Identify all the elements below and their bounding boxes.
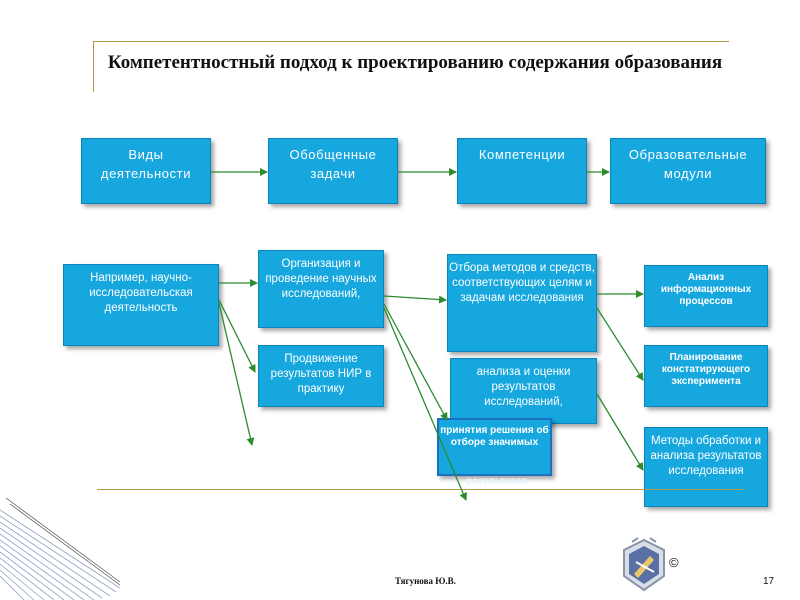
module-experiment-planning-label: Планирование констатирующего эксперимент… [661, 352, 751, 387]
task-organization-box: Организация и проведение научных исследо… [258, 250, 384, 328]
competency-decision-label: принятия решения об отборе значимых [440, 425, 549, 448]
module-processing-methods-box: Методы обработки и анализа результатов и… [644, 427, 768, 507]
copyright-symbol: © [669, 555, 679, 570]
competency-decision-overflow: результатов [466, 476, 528, 487]
footer-author: Тягунова Ю.В. [395, 576, 456, 586]
activity-example-box: Например, научно-исследовательская деяте… [63, 264, 219, 346]
arrow-example-down [218, 302, 255, 446]
module-experiment-planning-box: Планирование констатирующего эксперимент… [644, 345, 768, 407]
arrow-analysis-to-methods [596, 393, 644, 471]
title-frame [93, 41, 729, 92]
competencies-box: Компетенции [457, 138, 587, 204]
bottom-rule [97, 489, 744, 490]
competency-analysis-label: анализа и оценки результатов исследовани… [476, 366, 571, 408]
general-tasks-box: Обобщенные задачи [268, 138, 398, 204]
educational-modules-box: Образовательные модули [610, 138, 766, 204]
arrow-example-to-promotion [218, 299, 256, 373]
task-promotion-label: Продвижение результатов НИР в практику [270, 353, 372, 395]
activity-types-box: Виды деятельности [81, 138, 211, 204]
task-promotion-box: Продвижение результатов НИР в практику [258, 345, 384, 407]
competencies-label: Компетенции [478, 147, 566, 162]
task-organization-label: Организация и проведение научных исследо… [265, 258, 377, 300]
competency-decision-box: принятия решения об отборе значимых [437, 418, 552, 476]
slide-title: Компетентностный подход к проектированию… [107, 52, 723, 73]
activity-types-label: Виды деятельности [100, 147, 192, 181]
module-processing-methods-label: Методы обработки и анализа результатов и… [650, 435, 762, 477]
arrow-organization-to-selection [383, 295, 447, 304]
university-emblem-icon [623, 537, 665, 592]
module-info-analysis-box: Анализ информационных процессов [644, 265, 768, 327]
page-number: 17 [763, 576, 775, 587]
general-tasks-label: Обобщенные задачи [289, 147, 377, 181]
module-info-analysis-label: Анализ информационных процессов [660, 272, 752, 307]
competency-selection-box: Отбора методов и средств, соответствующи… [447, 254, 597, 352]
activity-example-label: Например, научно-исследовательская деяте… [89, 272, 193, 314]
arrow-selection-to-planning [596, 307, 644, 381]
corner-decoration [0, 497, 120, 600]
arrow-organization-to-decision [383, 303, 448, 421]
competency-analysis-box: анализа и оценки результатов исследовани… [450, 358, 597, 424]
educational-modules-label: Образовательные модули [628, 147, 748, 181]
competency-selection-label: Отбора методов и средств, соответствующи… [449, 262, 595, 304]
